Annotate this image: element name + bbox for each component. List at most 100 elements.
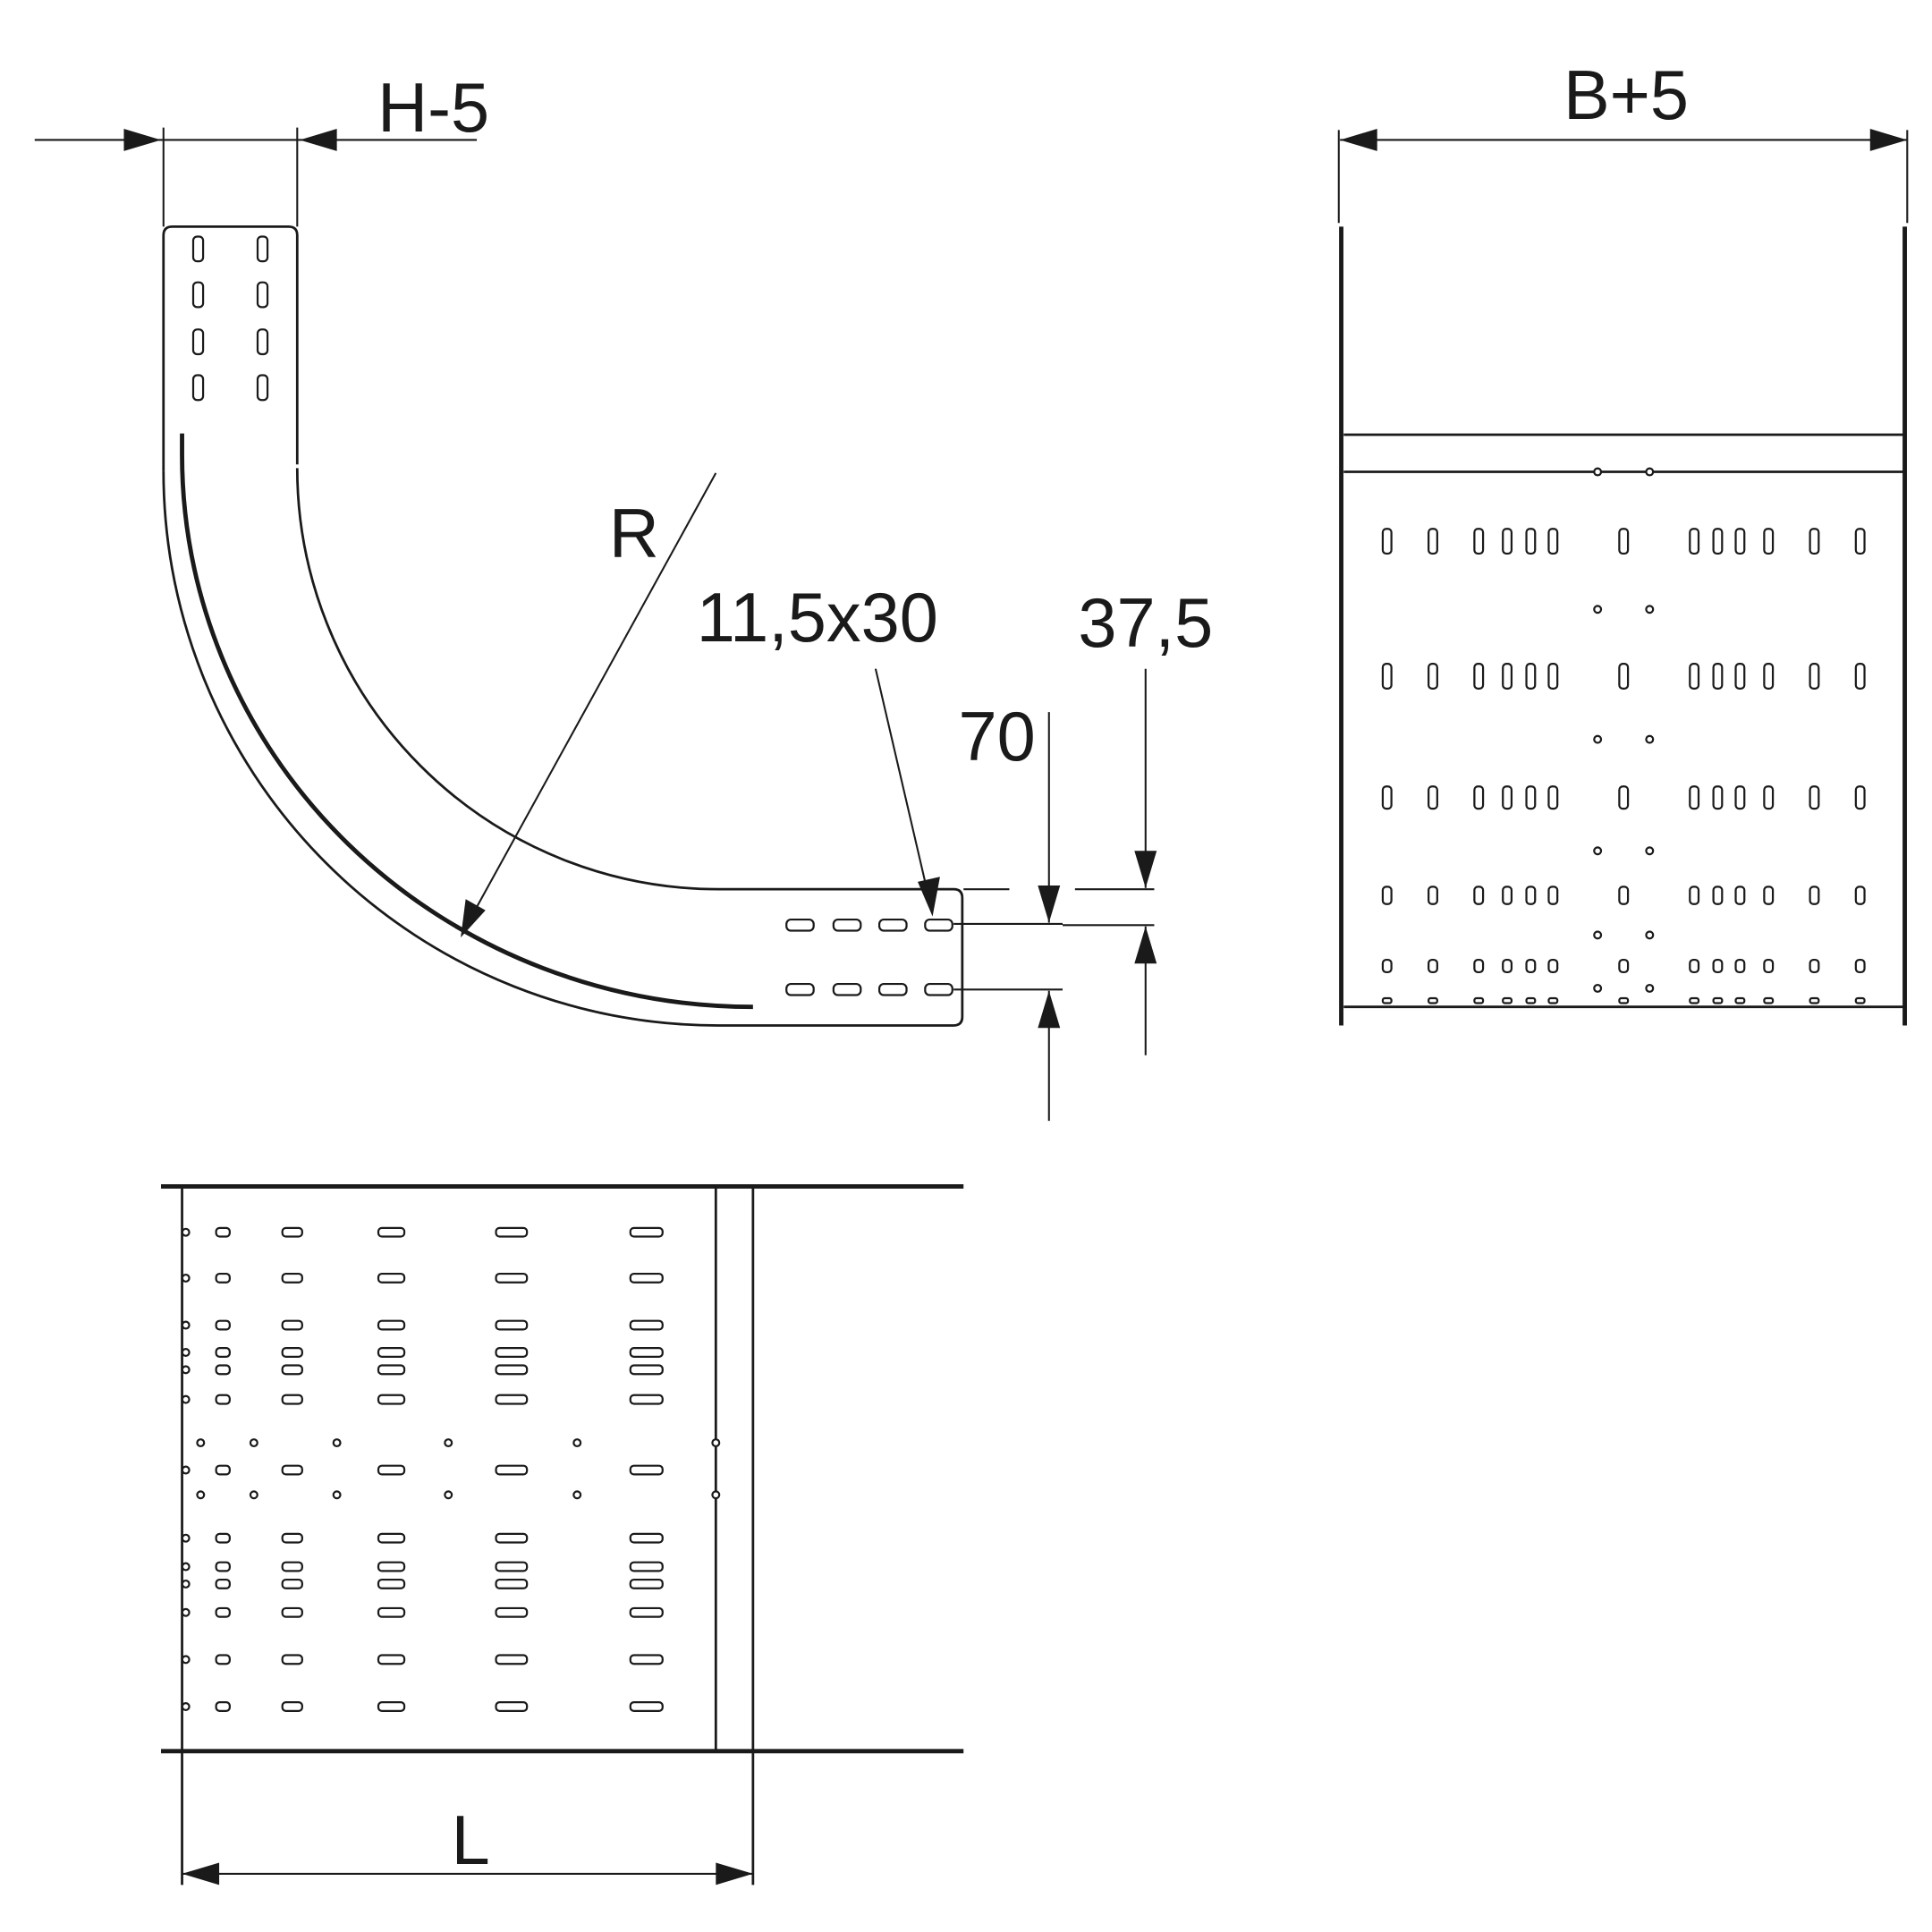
slot <box>1547 996 1559 1004</box>
slot <box>377 1347 406 1358</box>
vertical-slot <box>256 374 269 402</box>
hole <box>1645 846 1655 856</box>
hole <box>181 1533 191 1543</box>
hole <box>1593 467 1603 477</box>
slot <box>377 1272 406 1284</box>
slot <box>1854 663 1866 690</box>
slot <box>1381 785 1393 810</box>
slot <box>1763 958 1775 974</box>
top-slots <box>181 1226 721 1712</box>
slot <box>1763 663 1775 690</box>
horizontal-slot <box>924 982 953 996</box>
hole <box>1645 605 1655 614</box>
height-label: H-5 <box>377 70 489 147</box>
horizontal-slot <box>877 918 908 932</box>
hole <box>181 1465 191 1475</box>
slot <box>1712 958 1724 974</box>
hole <box>444 1438 453 1448</box>
slot <box>1734 528 1746 555</box>
slot <box>1502 785 1513 810</box>
slot <box>1502 996 1513 1004</box>
horizontal-slot <box>785 918 815 932</box>
slot <box>1547 886 1559 905</box>
slot <box>1734 996 1746 1004</box>
slot <box>629 1701 664 1712</box>
slot <box>1618 785 1630 810</box>
horizontal-slot <box>832 982 862 996</box>
slot <box>1381 886 1393 905</box>
radius-label: R <box>609 496 659 572</box>
slot <box>1763 996 1775 1004</box>
height-dimension: H-5 <box>34 70 489 227</box>
front-view: B+5 <box>1337 57 1909 1026</box>
slot <box>1854 886 1866 905</box>
slot <box>495 1561 529 1572</box>
slot <box>1618 958 1630 974</box>
slot <box>1473 785 1485 810</box>
slot <box>1428 958 1438 974</box>
hole <box>1593 734 1603 744</box>
slot <box>1689 785 1700 810</box>
hole <box>1645 983 1655 993</box>
slot <box>1712 528 1724 555</box>
hole <box>196 1438 206 1448</box>
slot-size-label: 11,5x30 <box>697 580 938 657</box>
slot <box>215 1654 231 1665</box>
slot <box>1763 528 1775 555</box>
slot <box>629 1654 664 1665</box>
slot <box>377 1578 406 1589</box>
hole <box>572 1490 582 1500</box>
slot <box>1381 663 1393 690</box>
hole <box>181 1562 191 1572</box>
slot <box>281 1394 303 1405</box>
slot <box>281 1606 303 1618</box>
slot <box>1525 996 1537 1004</box>
slot <box>1428 785 1438 810</box>
hole <box>1645 467 1655 477</box>
slot <box>1712 996 1724 1004</box>
vertical-slot <box>256 281 269 309</box>
slot <box>1712 663 1724 690</box>
slot <box>1618 886 1630 905</box>
side-view <box>162 225 964 1027</box>
slot <box>629 1394 664 1405</box>
slot <box>1854 785 1866 810</box>
slot <box>215 1347 231 1358</box>
slot <box>377 1464 406 1476</box>
hole <box>711 1438 721 1448</box>
slot <box>281 1364 303 1376</box>
vertical-slot <box>191 235 205 263</box>
slot <box>215 1606 231 1618</box>
slot <box>377 1532 406 1544</box>
slot <box>281 1347 303 1358</box>
slot <box>495 1464 529 1476</box>
slot <box>1854 958 1866 974</box>
slot <box>1502 663 1513 690</box>
slot <box>281 1319 303 1331</box>
slot <box>1525 785 1537 810</box>
slot <box>377 1701 406 1712</box>
slot <box>1502 528 1513 555</box>
slot <box>629 1578 664 1589</box>
length-label: L <box>452 1802 490 1879</box>
slot <box>1763 886 1775 905</box>
side-slots <box>191 235 953 996</box>
hole <box>181 1702 191 1711</box>
slot <box>495 1606 529 1618</box>
slot <box>1525 886 1537 905</box>
slot <box>1428 996 1438 1004</box>
slot <box>1809 528 1820 555</box>
slot <box>1689 663 1700 690</box>
slot <box>215 1226 231 1238</box>
slot <box>1618 528 1630 555</box>
slot <box>1473 663 1485 690</box>
horizontal-slot <box>877 982 908 996</box>
hole <box>181 1655 191 1665</box>
slot <box>215 1272 231 1284</box>
slot <box>281 1464 303 1476</box>
slot <box>1809 785 1820 810</box>
hole <box>181 1365 191 1375</box>
slot <box>495 1701 529 1712</box>
hole <box>1593 846 1603 856</box>
hole <box>444 1490 453 1500</box>
